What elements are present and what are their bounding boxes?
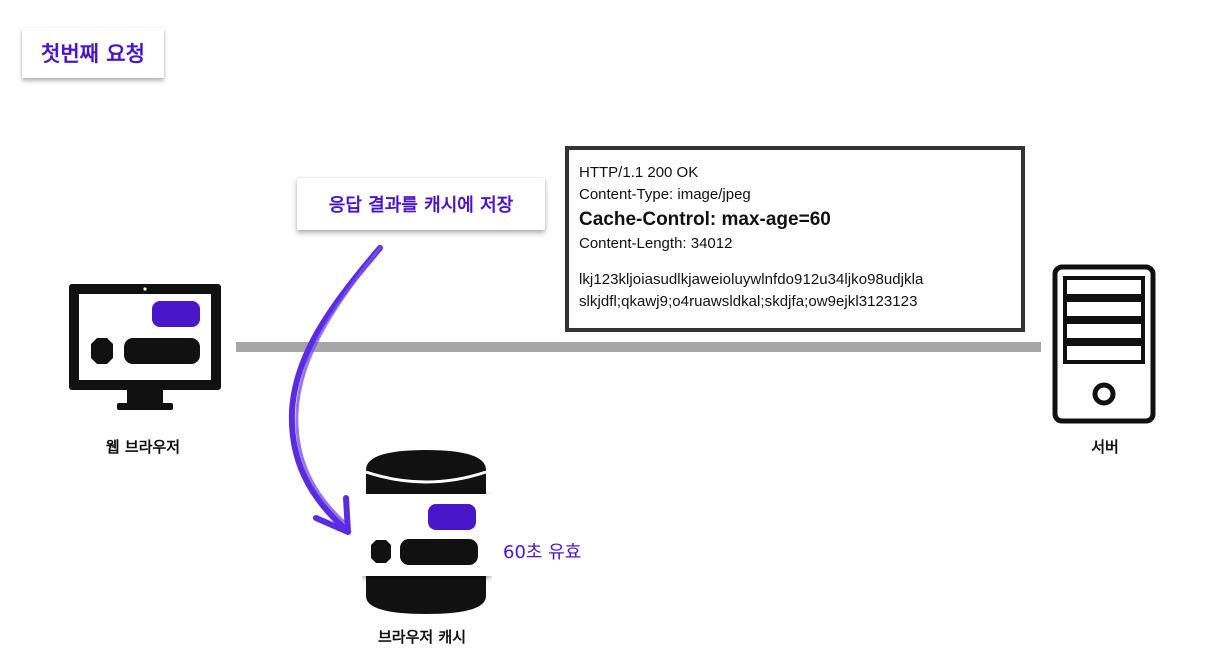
server-icon [1052,264,1156,424]
response-gap [579,255,1011,269]
response-body-line-1: lkj123kljoiasudlkjaweioluywlnfdo912u34lj… [579,271,924,288]
cache-label: 브라우저 캐시 [377,628,467,646]
callout-label: 응답 결과를 캐시에 저장 [297,178,545,230]
browser-label: 웹 브라우저 [105,438,181,456]
response-content-length: Content-Length: 34012 [579,235,733,252]
database-icon [362,450,492,614]
response-body-line-2: slkjdfl;qkawj9;o4ruawsldkal;skdjfa;ow9ej… [579,293,918,310]
title-text: 첫번째 요청 [41,42,145,66]
callout-text: 응답 결과를 캐시에 저장 [328,195,514,216]
response-content-type: Content-Type: image/jpeg [579,186,751,203]
http-response-box: HTTP/1.1 200 OK Content-Type: image/jpeg… [565,146,1025,332]
response-cache-control: Cache-Control: max-age=60 [579,209,831,230]
curved-arrow-icon [288,245,383,535]
server-label: 서버 [1091,438,1119,456]
network-line [236,342,1041,352]
response-status-line: HTTP/1.1 200 OK [579,164,699,181]
diagram-title: 첫번째 요청 [22,28,164,78]
cache-validity-text: 60초 유효 [503,542,582,563]
monitor-icon [69,284,221,410]
